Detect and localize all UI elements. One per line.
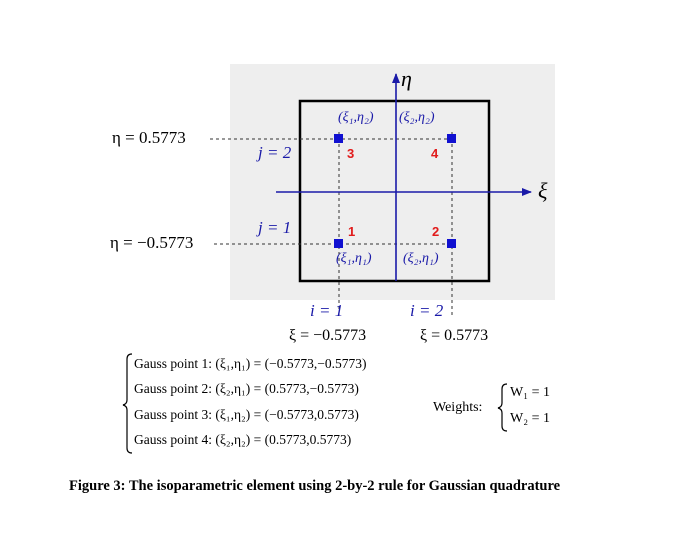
- gauss-points-brace: [122, 353, 133, 454]
- eta-top-value: η = 0.5773: [112, 128, 186, 147]
- xi-right-value: ξ = 0.5773: [420, 327, 489, 344]
- weights-brace: [497, 383, 508, 432]
- gauss-point-marker-4: [447, 134, 456, 143]
- gauss-point-3-line: Gauss point 3: (ξ₁,η₂) = (−0.5773,0.5773…: [134, 407, 359, 422]
- gauss-point-4-line: Gauss point 4: (ξ₂,η₂) = (0.5773,0.5773): [134, 432, 352, 447]
- gauss-point-marker-3: [334, 134, 343, 143]
- point-4-coord: (ξ₂,η₂): [399, 110, 435, 125]
- point-1-number: 1: [348, 224, 356, 239]
- i1-label: i = 1: [310, 301, 344, 320]
- point-3-number: 3: [347, 146, 355, 161]
- point-3-coord: (ξ₁,η₂): [338, 110, 374, 125]
- point-4-number: 4: [431, 146, 439, 161]
- gauss-point-1-line: Gauss point 1: (ξ₁,η₁) = (−0.5773,−0.577…: [134, 356, 367, 371]
- figure-caption: Figure 3: The isoparametric element usin…: [69, 478, 561, 494]
- weight-w2: W₂ = 1: [510, 411, 550, 426]
- xi-axis-label: ξ: [538, 178, 548, 203]
- point-1-coord: (ξ₁,η₁): [336, 251, 372, 266]
- gauss-point-marker-2: [447, 239, 456, 248]
- element-square: [298, 99, 491, 283]
- weights-label: Weights:: [433, 400, 483, 415]
- xi-left-value: ξ = −0.5773: [289, 327, 367, 344]
- weight-w1: W₁ = 1: [510, 385, 550, 400]
- gauss-point-2-line: Gauss point 2: (ξ₂,η₁) = (0.5773,−0.5773…: [134, 381, 359, 396]
- point-2-coord: (ξ₂,η₁): [403, 251, 439, 266]
- gauss-point-marker-1: [334, 239, 343, 248]
- i2-label: i = 2: [410, 301, 444, 320]
- j2-label: j = 2: [258, 143, 292, 162]
- eta-axis-label: η: [401, 66, 412, 91]
- point-2-number: 2: [432, 224, 440, 239]
- j1-label: j = 1: [258, 218, 292, 237]
- background-panel: [230, 64, 555, 300]
- eta-bottom-value: η = −0.5773: [110, 233, 194, 252]
